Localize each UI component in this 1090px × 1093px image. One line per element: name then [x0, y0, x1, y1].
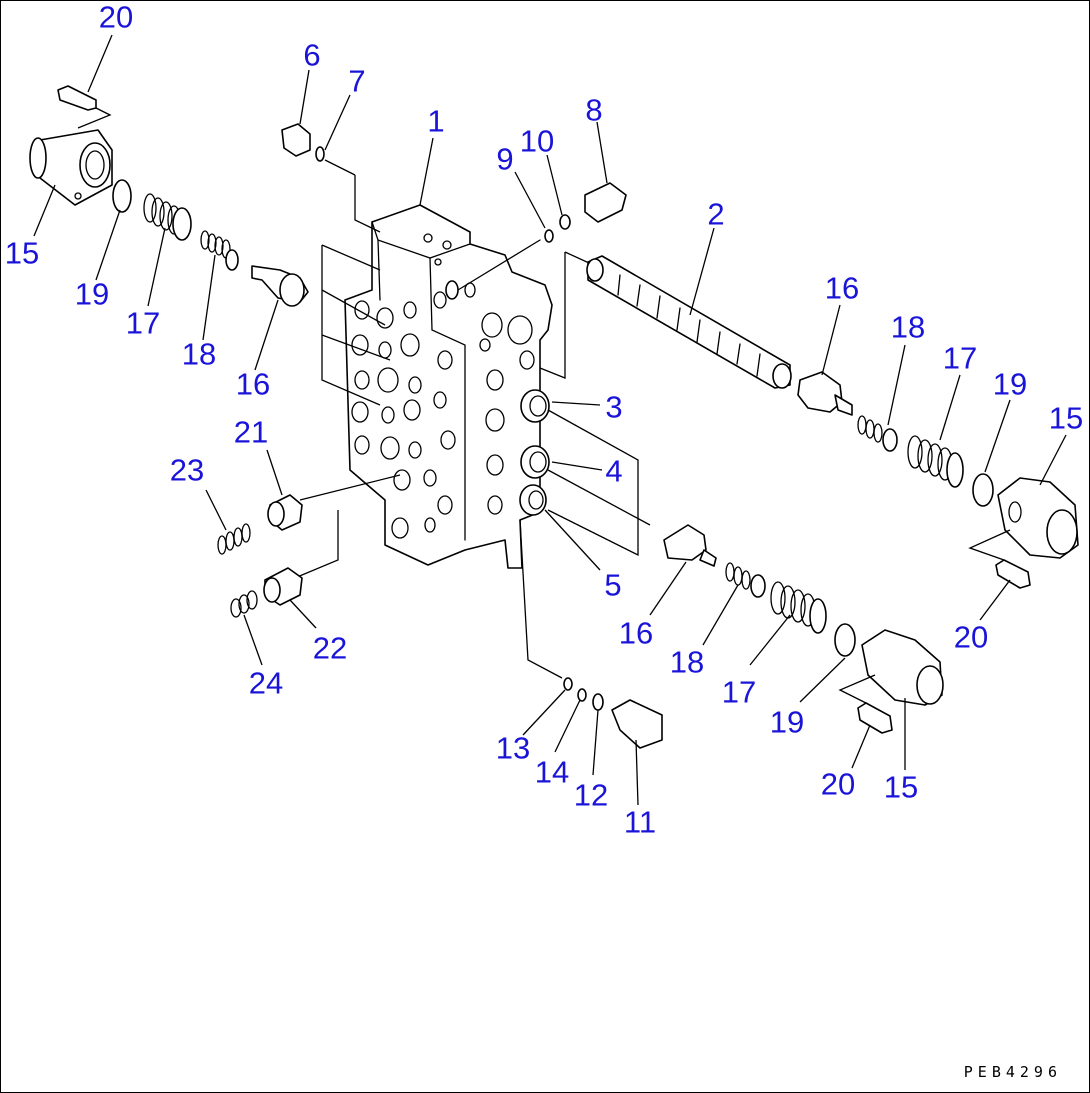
callout-20: 20: [953, 619, 989, 655]
spool: [586, 255, 792, 389]
callout-21: 21: [233, 414, 269, 450]
callout-10: 10: [519, 123, 555, 159]
callout-6: 6: [303, 37, 321, 73]
callout-19: 19: [769, 704, 805, 740]
lower-left-parts: [217, 494, 303, 618]
callout-24: 24: [248, 665, 284, 701]
callout-22: 22: [312, 630, 348, 666]
callout-15: 15: [883, 769, 919, 805]
callout-5: 5: [604, 567, 622, 603]
callout-16: 16: [618, 615, 654, 651]
callout-1: 1: [427, 103, 445, 139]
callout-20: 20: [820, 766, 856, 802]
leader-lines: [33, 34, 1067, 806]
right-lower-end-cap: [663, 524, 944, 734]
callout-18: 18: [181, 336, 217, 372]
callout-16: 16: [235, 366, 271, 402]
callout-16: 16: [824, 270, 860, 306]
callout-18: 18: [890, 309, 926, 345]
valve-body: [344, 204, 553, 569]
callout-4: 4: [605, 453, 623, 489]
callout-14: 14: [534, 754, 570, 790]
callout-15: 15: [4, 235, 40, 271]
callout-17: 17: [721, 674, 757, 710]
callout-23: 23: [169, 452, 205, 488]
assembly-brackets: [289, 159, 651, 679]
right-top-end-cap: [797, 371, 1079, 589]
callout-13: 13: [495, 730, 531, 766]
callout-8: 8: [585, 92, 603, 128]
callout-18: 18: [669, 644, 705, 680]
callout-12: 12: [573, 777, 609, 813]
callout-19: 19: [992, 366, 1028, 402]
callout-19: 19: [74, 276, 110, 312]
drawing-code: PEB4296: [963, 1063, 1062, 1081]
callout-2: 2: [707, 196, 725, 232]
upper-small-parts: [281, 123, 627, 243]
callout-17: 17: [942, 340, 978, 376]
callout-7: 7: [348, 63, 366, 99]
callout-11: 11: [623, 804, 657, 840]
left-end-cap: [29, 85, 309, 307]
callout-9: 9: [496, 141, 514, 177]
lower-small-parts: [563, 677, 663, 749]
callout-20: 20: [98, 0, 134, 35]
callout-3: 3: [605, 389, 623, 425]
callout-15: 15: [1048, 400, 1084, 436]
callout-17: 17: [125, 305, 161, 341]
